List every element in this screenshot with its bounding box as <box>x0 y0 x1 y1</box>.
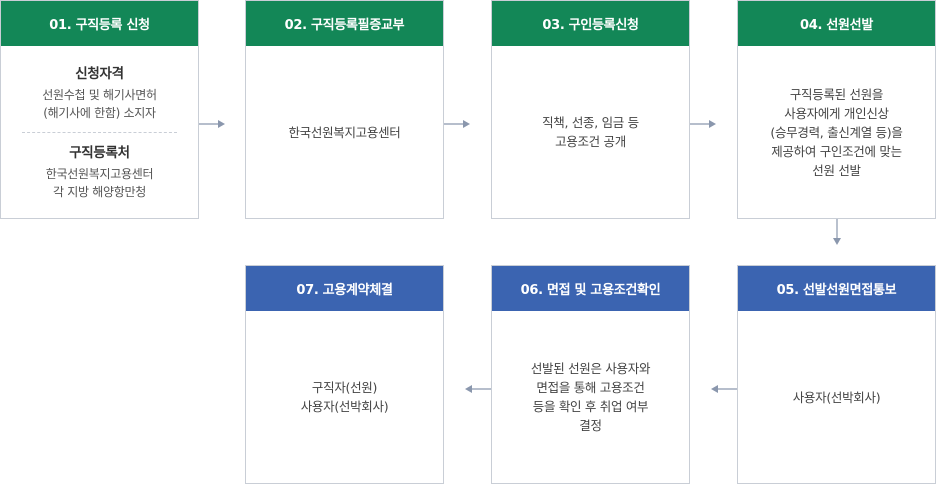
step-04-line-4: 제공하여 구인조건에 맞는 <box>771 143 902 159</box>
step-07-body: 구직자(선원) 사용자(선박회사) <box>246 311 443 483</box>
step-05: 05. 선발선원면접통보 사용자(선박회사) <box>737 265 936 484</box>
step-04: 04. 선원선발 구직등록된 선원을 사용자에게 개인신상 (승무경력, 출신계… <box>737 0 936 219</box>
step-04-line-2: 사용자에게 개인신상 <box>784 105 889 121</box>
step-05-title: 05. 선발선원면접통보 <box>738 266 935 311</box>
step-02-body: 한국선원복지고용센터 <box>246 46 443 218</box>
step-02-title: 02. 구직등록필증교부 <box>246 1 443 46</box>
step-03-line-2: 고용조건 공개 <box>555 134 626 149</box>
step-01-title: 01. 구직등록 신청 <box>1 1 198 46</box>
step-05-body: 사용자(선박회사) <box>738 311 935 483</box>
step-07-title: 07. 고용계약체결 <box>246 266 443 311</box>
step-01-office-heading: 구직등록처 <box>69 144 130 161</box>
step-02-line-1: 한국선원복지고용센터 <box>288 124 401 140</box>
arrow-right-icon <box>690 120 716 128</box>
step-01-qualification-line-1: 선원수첩 및 해기사면허 <box>42 87 157 102</box>
arrow-left-icon <box>711 385 737 393</box>
step-01-body: 신청자격 선원수첩 및 해기사면허 (해기사에 한함) 소지자 구직등록처 한국… <box>1 46 198 218</box>
arrow-down-icon <box>833 219 841 245</box>
step-06-body: 선발된 선원은 사용자와 면접을 통해 고용조건 등을 확인 후 취업 여부 결… <box>492 311 689 483</box>
step-06: 06. 면접 및 고용조건확인 선발된 선원은 사용자와 면접을 통해 고용조건… <box>491 265 690 484</box>
step-04-line-1: 구직등록된 선원을 <box>789 86 884 102</box>
step-07-line-1: 구직자(선원) <box>311 380 378 395</box>
arrow-right-icon <box>444 120 470 128</box>
step-01: 01. 구직등록 신청 신청자격 선원수첩 및 해기사면허 (해기사에 한함) … <box>0 0 199 219</box>
step-04-body: 구직등록된 선원을 사용자에게 개인신상 (승무경력, 출신계열 등)을 제공하… <box>738 46 935 218</box>
step-03-title: 03. 구인등록신청 <box>492 1 689 46</box>
step-01-qualification-line-2: (해기사에 한함) 소지자 <box>43 105 156 120</box>
step-07: 07. 고용계약체결 구직자(선원) 사용자(선박회사) <box>245 265 444 484</box>
step-01-office-line-2: 각 지방 해양항만청 <box>53 184 146 199</box>
step-02: 02. 구직등록필증교부 한국선원복지고용센터 <box>245 0 444 219</box>
arrow-left-icon <box>465 385 491 393</box>
step-01-qualification: 신청자격 선원수첩 및 해기사면허 (해기사에 한함) 소지자 <box>42 64 157 122</box>
step-05-line-1: 사용자(선박회사) <box>792 389 881 405</box>
step-06-title: 06. 면접 및 고용조건확인 <box>492 266 689 311</box>
step-04-line-5: 선원 선발 <box>812 162 861 178</box>
step-03-body: 직책, 선종, 임금 등 고용조건 공개 <box>492 46 689 218</box>
step-06-line-2: 면접을 통해 고용조건 <box>536 380 645 395</box>
step-03: 03. 구인등록신청 직책, 선종, 임금 등 고용조건 공개 <box>491 0 690 219</box>
step-04-title: 04. 선원선발 <box>738 1 935 46</box>
arrow-right-icon <box>199 120 225 128</box>
step-03-line-1: 직책, 선종, 임금 등 <box>542 115 639 130</box>
step-07-line-2: 사용자(선박회사) <box>300 399 389 414</box>
step-01-registration-office: 구직등록처 한국선원복지고용센터 각 지방 해양항만청 <box>45 143 154 201</box>
step-01-divider <box>22 131 177 133</box>
step-06-line-1: 선발된 선원은 사용자와 <box>530 361 651 376</box>
step-04-line-3: (승무경력, 출신계열 등)을 <box>770 124 903 140</box>
step-06-line-4: 결정 <box>579 418 602 433</box>
step-01-qualification-heading: 신청자격 <box>75 65 124 82</box>
step-01-office-line-1: 한국선원복지고용센터 <box>45 166 154 181</box>
step-06-line-3: 등을 확인 후 취업 여부 <box>532 399 649 414</box>
